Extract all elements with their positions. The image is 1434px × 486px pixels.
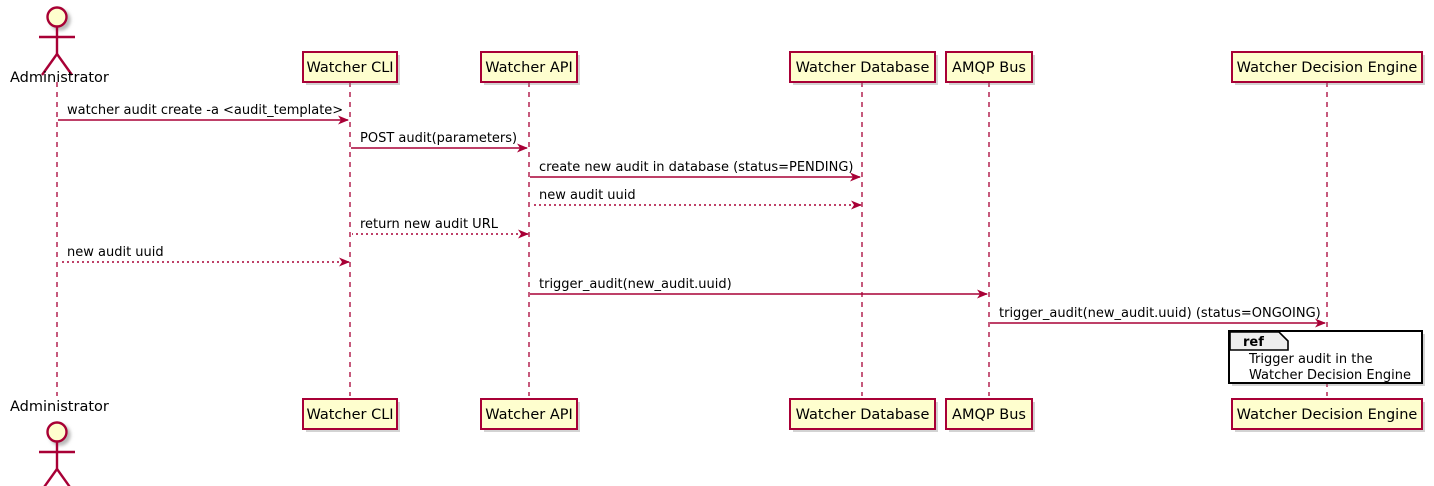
message-7: trigger_audit(new_audit.uuid)	[530, 277, 988, 299]
ref-body-line: Watcher Decision Engine	[1249, 368, 1411, 383]
actor-admin: Administrator	[10, 399, 109, 486]
lifelines-group	[56, 82, 1328, 396]
actor-stroke	[56, 468, 71, 486]
participant-wde[interactable]: Watcher Decision Engine	[1231, 398, 1425, 432]
message-8: trigger_audit(new_audit.uuid) (status=ON…	[990, 306, 1326, 328]
participant-box[interactable]	[1231, 51, 1423, 83]
participant-label-amqp: AMQP Bus	[952, 60, 1026, 76]
participant-amqp[interactable]: AMQP Bus	[945, 51, 1035, 85]
participants-group: Watcher CLI Watcher CLI Watcher API Watcher…	[302, 51, 1425, 432]
participant-label-wde: Watcher Decision Engine	[1237, 60, 1418, 76]
participant-box[interactable]	[789, 51, 936, 83]
actor-label-admin: Administrator	[10, 399, 109, 415]
participant-db[interactable]: Watcher Database	[789, 51, 938, 85]
participant-box[interactable]	[302, 51, 398, 83]
participant-box[interactable]	[1231, 398, 1423, 430]
ref-tab	[1229, 331, 1289, 351]
participant-label-cli: Watcher CLI	[306, 60, 393, 76]
participant-label-api: Watcher API	[485, 407, 573, 423]
message-label: return new audit URL	[360, 217, 499, 232]
message-label: trigger_audit(new_audit.uuid) (status=ON…	[999, 306, 1321, 321]
actor-stroke	[41, 53, 58, 76]
participant-label-amqp: AMQP Bus	[952, 407, 1026, 423]
participant-box[interactable]	[480, 398, 578, 430]
actor-stroke	[56, 53, 73, 76]
participant-box[interactable]	[789, 398, 936, 430]
participant-box[interactable]	[945, 51, 1033, 83]
participant-box[interactable]	[480, 51, 578, 83]
participant-label-db: Watcher Database	[796, 407, 930, 423]
message-3: create new audit in database (status=PEN…	[530, 160, 861, 182]
participant-cli[interactable]: Watcher CLI	[302, 398, 400, 432]
message-label: POST audit(parameters)	[360, 131, 517, 146]
message-label: trigger_audit(new_audit.uuid)	[539, 277, 732, 292]
actor-label-admin: Administrator	[10, 70, 109, 86]
participant-box[interactable]	[945, 398, 1033, 430]
message-6: new audit uuid	[59, 245, 350, 267]
message-5: return new audit URL	[352, 217, 529, 239]
message-4: new audit uuid	[531, 188, 862, 210]
actor-head-icon	[46, 421, 68, 443]
message-label: watcher audit create -a <audit_template>	[67, 103, 343, 118]
participant-db[interactable]: Watcher Database	[789, 398, 938, 432]
participant-api[interactable]: Watcher API	[480, 51, 580, 85]
participant-label-db: Watcher Database	[796, 60, 930, 76]
actor-admin: Administrator	[10, 6, 109, 86]
participant-api[interactable]: Watcher API	[480, 398, 580, 432]
message-label: new audit uuid	[539, 188, 636, 203]
participant-label-cli: Watcher CLI	[306, 407, 393, 423]
ref-tab-label: ref	[1243, 335, 1264, 350]
message-2: POST audit(parameters)	[351, 131, 528, 153]
messages-group: watcher audit create -a <audit_template>…	[58, 103, 1326, 328]
participant-label-wde: Watcher Decision Engine	[1237, 407, 1418, 423]
participant-amqp[interactable]: AMQP Bus	[945, 398, 1035, 432]
participant-box[interactable]	[302, 398, 398, 430]
message-label: create new audit in database (status=PEN…	[539, 160, 854, 175]
message-1: watcher audit create -a <audit_template>	[58, 103, 349, 125]
ref-body-line: Trigger audit in the	[1248, 352, 1373, 367]
message-label: new audit uuid	[67, 245, 164, 260]
participant-cli[interactable]: Watcher CLI	[302, 51, 400, 85]
actor-head-icon	[46, 6, 68, 28]
actor-stroke	[43, 468, 58, 486]
participant-wde[interactable]: Watcher Decision Engine	[1231, 51, 1425, 85]
participant-label-api: Watcher API	[485, 60, 573, 76]
